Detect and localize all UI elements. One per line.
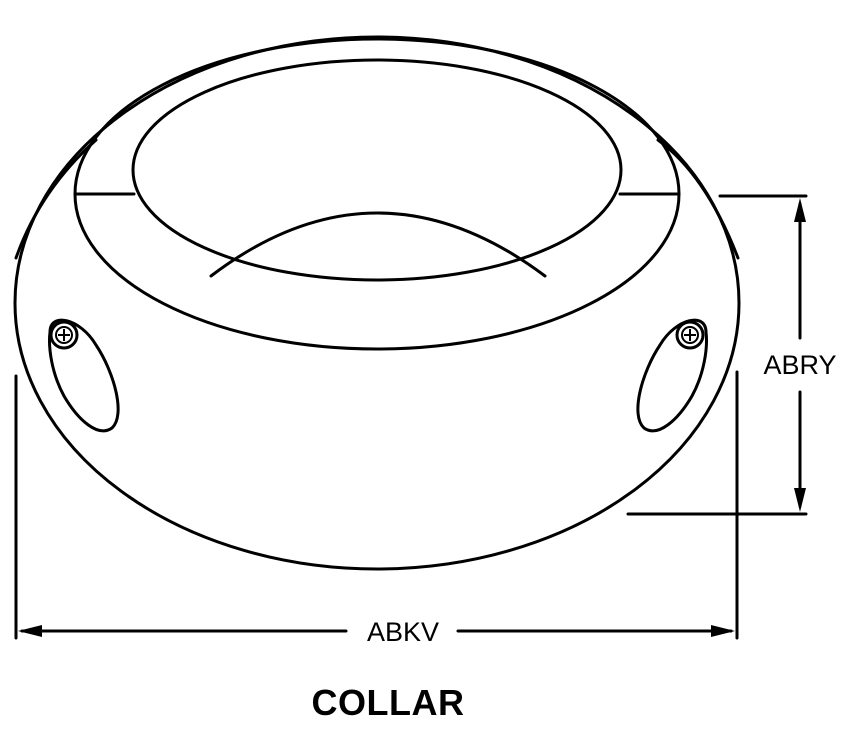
top-rim-inner <box>131 58 623 282</box>
right-slot-outline <box>636 318 708 433</box>
width-arrow-left <box>18 625 42 637</box>
height-dimension-label: ABRY <box>763 350 836 380</box>
width-dimension-label: ABKV <box>367 617 439 647</box>
right-screw-head <box>675 320 705 350</box>
inner-bore-floor <box>209 211 547 278</box>
part-title: COLLAR <box>311 682 465 723</box>
width-dimension: ABKV <box>14 370 739 647</box>
height-arrow-top <box>794 198 806 222</box>
left-screw-slot <box>48 318 120 433</box>
chamfer-right <box>656 138 740 260</box>
left-screw-inner <box>55 326 73 344</box>
left-slot-outline <box>48 318 120 433</box>
height-dimension: ABRY <box>626 194 837 516</box>
collar-top-face <box>14 37 740 351</box>
height-arrow-bottom <box>794 488 806 512</box>
left-screw-head <box>49 320 79 350</box>
width-arrow-right <box>711 625 735 637</box>
right-screw-inner <box>681 326 699 344</box>
outer-body-outline <box>13 35 741 571</box>
chamfer-left <box>14 138 98 260</box>
collar-body <box>13 35 741 571</box>
right-screw-slot <box>636 318 708 433</box>
